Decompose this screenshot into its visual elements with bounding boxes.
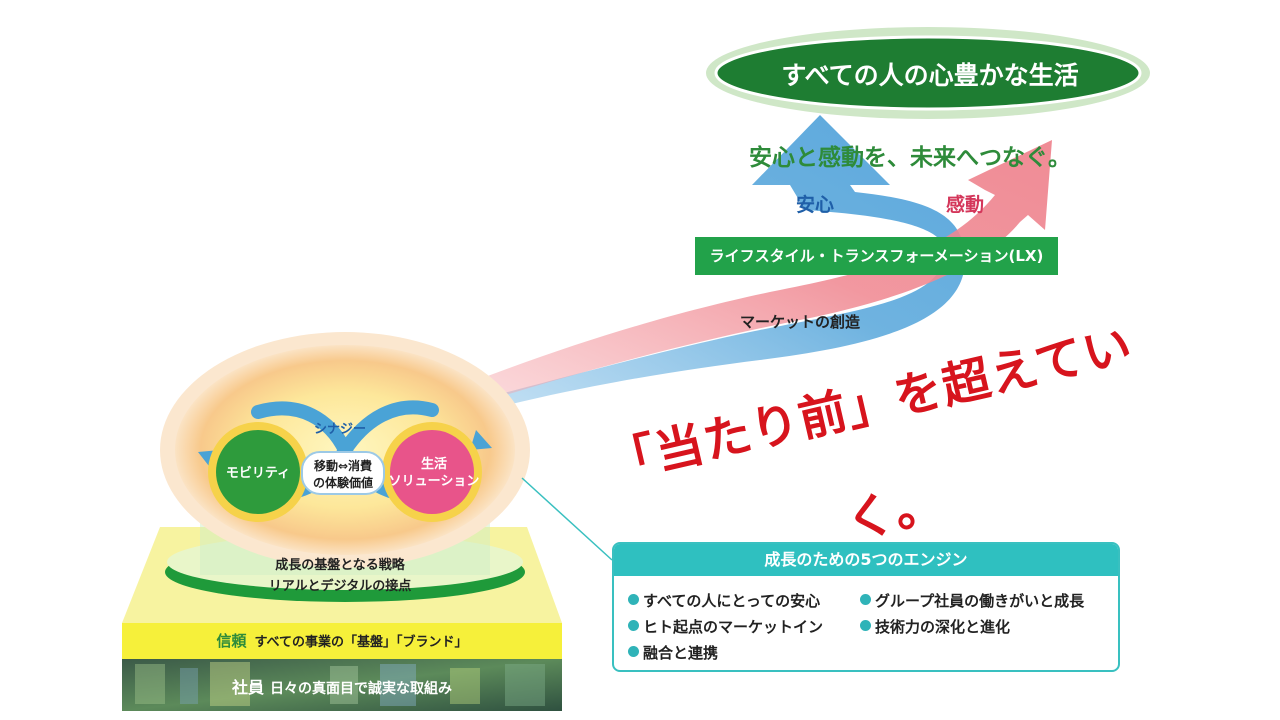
- bullet-dot-icon: [628, 594, 639, 605]
- staff-keyword: 社員: [232, 678, 264, 697]
- bullet-dot-icon: [628, 620, 639, 631]
- engines-box: 成長のための5つのエンジン すべての人にとっての安心 グループ社員の働きがいと成…: [612, 542, 1120, 672]
- tagline: 安心と感動を、未来へつなぐ。: [700, 138, 1120, 172]
- engine-item: 融合と連携: [628, 642, 718, 663]
- foundation-label: 成長の基盤となる戦略 リアルとデジタルの接点: [210, 555, 470, 597]
- engine-item: すべての人にとっての安心: [628, 590, 820, 611]
- mobility-label: モビリティ: [215, 462, 301, 481]
- experience-value-line2: の体験価値: [300, 475, 386, 492]
- bullet-dot-icon: [860, 594, 871, 605]
- kando-label: 感動: [930, 190, 1000, 217]
- engine-item: グループ社員の働きがいと成長: [860, 590, 1084, 611]
- life-solution-label: 生活 ソリューション: [388, 456, 480, 490]
- foundation-line1: 成長の基盤となる戦略: [210, 555, 470, 576]
- engine-item: ヒト起点のマーケットイン: [628, 616, 823, 637]
- staff-label: 社員日々の真面目で誠実な取組み: [122, 674, 562, 698]
- trust-label: 信頼すべての事業の「基盤」「ブランド」: [122, 623, 562, 659]
- engine-item: 技術力の深化と進化: [860, 616, 1010, 637]
- anshin-label: 安心: [780, 190, 850, 217]
- trust-keyword: 信頼: [216, 632, 246, 650]
- bullet-dot-icon: [860, 620, 871, 631]
- life-solution-line2: ソリューション: [388, 473, 480, 490]
- staff-text: 日々の真面目で誠実な取組み: [270, 681, 452, 697]
- engines-title: 成長のための5つのエンジン: [614, 544, 1118, 576]
- synergy-label: シナジー: [300, 418, 380, 437]
- goal-label: すべての人の心豊かな生活: [720, 56, 1140, 92]
- life-solution-line1: 生活: [388, 456, 480, 473]
- trust-text: すべての事業の「基盤」「ブランド」: [254, 635, 467, 650]
- experience-value-label: 移動⇔消費 の体験価値: [300, 458, 386, 492]
- market-creation-label: マーケットの創造: [700, 311, 900, 332]
- foundation-line2: リアルとデジタルの接点: [210, 576, 470, 597]
- experience-value-line1: 移動⇔消費: [300, 458, 386, 475]
- lx-bar: ライフスタイル・トランスフォーメーション(LX): [695, 237, 1058, 275]
- bullet-dot-icon: [628, 646, 639, 657]
- engine-connector: [522, 478, 612, 560]
